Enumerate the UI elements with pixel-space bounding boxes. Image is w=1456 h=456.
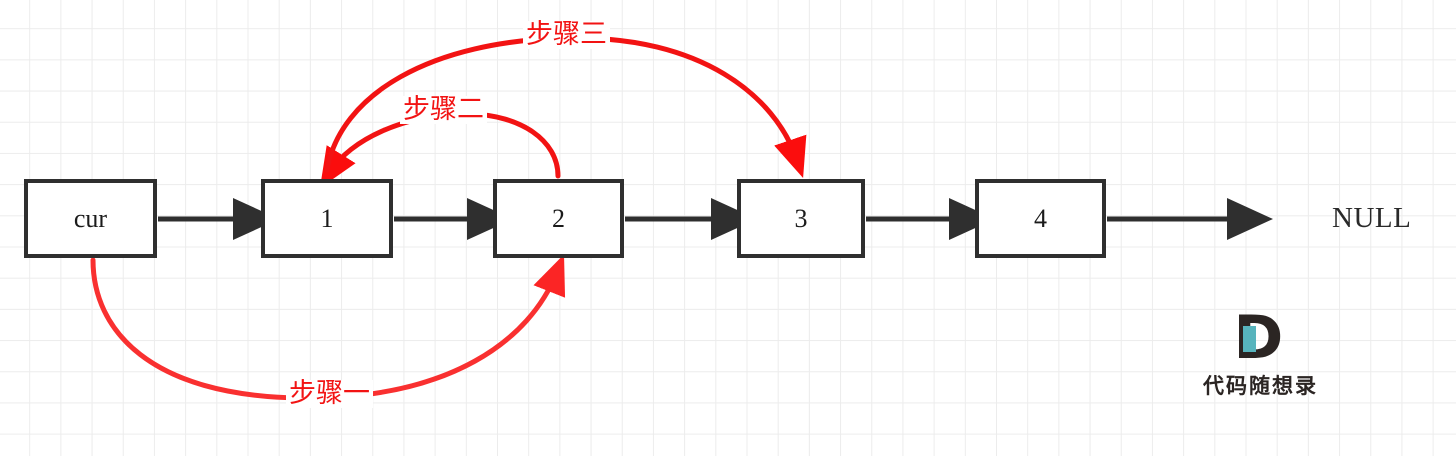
node-1[interactable]: 1	[261, 179, 393, 258]
watermark-accent-bar	[1242, 326, 1256, 352]
node-1-label: 1	[320, 203, 334, 233]
watermark-letter: D	[1233, 303, 1284, 373]
node-cur-label: cur	[73, 203, 108, 233]
step-three-curve	[324, 35, 807, 178]
node-cur[interactable]: cur	[24, 179, 157, 258]
node-3-label: 3	[794, 203, 808, 233]
node-4-label: 4	[1034, 203, 1047, 233]
step-one-label: 步骤一	[286, 379, 373, 409]
watermark: D 代码随想录	[1203, 303, 1318, 400]
step-two-label: 步骤二	[400, 95, 487, 125]
watermark-text: 代码随想录	[1203, 374, 1318, 398]
step-three-label: 步骤三	[523, 20, 610, 50]
null-terminator-label: NULL	[1332, 202, 1412, 234]
node-2[interactable]: 2	[493, 179, 624, 258]
watermark-logo-icon: D	[1233, 303, 1288, 373]
node-3[interactable]: 3	[737, 179, 865, 258]
node-2-label: 2	[552, 203, 565, 233]
node-4[interactable]: 4	[975, 179, 1106, 258]
